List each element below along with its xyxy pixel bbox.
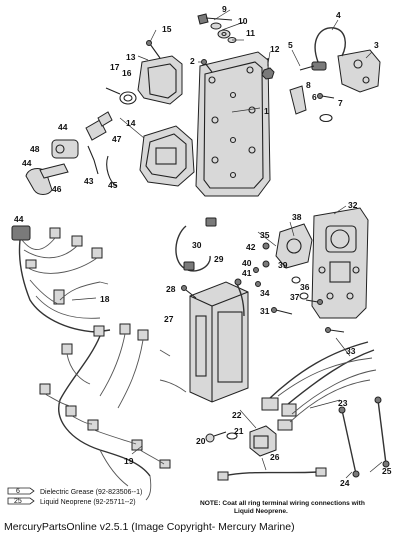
callout-31: 31 <box>260 306 270 316</box>
callout-30: 30 <box>192 240 202 250</box>
callout-11: 11 <box>246 28 255 38</box>
relay <box>249 425 277 457</box>
engine-harness-lower <box>39 323 187 501</box>
callout-labels: 1 2 3 4 5 6 7 8 9 10 11 12 13 14 15 16 1… <box>14 4 392 488</box>
leader-lines <box>71 9 383 479</box>
callout-35: 35 <box>260 230 270 240</box>
callout-16: 16 <box>122 68 132 78</box>
electrical-box <box>175 217 249 403</box>
callout-48: 48 <box>30 144 40 154</box>
callout-32: 32 <box>348 200 358 210</box>
callout-10: 10 <box>238 16 248 26</box>
note-line-1: NOTE: Coat all ring terminal wiring conn… <box>200 500 365 507</box>
fuse-holder <box>205 431 238 443</box>
callout-19: 19 <box>124 456 134 466</box>
callout-9: 9 <box>222 4 227 14</box>
legend-neoprene-label: Liquid Neoprene (92-25711--2) <box>40 499 136 506</box>
callout-29: 29 <box>214 254 224 264</box>
callout-39: 39 <box>278 260 288 270</box>
electronic-module <box>139 125 195 187</box>
callout-44: 44 <box>58 122 68 132</box>
callout-3: 3 <box>374 40 379 50</box>
mounting-bracket-right <box>311 207 369 319</box>
callout-45: 45 <box>108 180 118 190</box>
callout-43: 43 <box>84 176 94 186</box>
note: NOTE: Coat all ring terminal wiring conn… <box>200 500 365 515</box>
callout-15: 15 <box>162 24 172 34</box>
callout-40: 40 <box>242 258 252 268</box>
callout-47: 47 <box>112 134 122 144</box>
sensor-assembly <box>289 27 381 115</box>
callout-33: 33 <box>346 346 356 356</box>
callout-22: 22 <box>232 410 242 420</box>
callout-28: 28 <box>166 284 176 294</box>
hose-fittings <box>25 111 117 195</box>
engine-harness-upper <box>11 225 111 333</box>
callout-13: 13 <box>126 52 136 62</box>
callout-34: 34 <box>260 288 270 298</box>
callout-17: 17 <box>110 62 120 72</box>
callout-46: 46 <box>52 184 62 194</box>
wire-lead <box>217 467 327 481</box>
legend: 6 Dielectric Grease (92-823506--1) 25 Li… <box>7 487 142 506</box>
mounting-plate <box>195 51 271 197</box>
legend-neoprene: 25 Liquid Neoprene (92-25711--2) <box>7 497 136 506</box>
callout-41: 41 <box>242 268 252 278</box>
copyright-footer: MercuryPartsOnline v2.5.1 (Image Copyrig… <box>4 521 295 533</box>
callout-44b: 44 <box>22 158 32 168</box>
callout-37: 37 <box>290 292 300 302</box>
callout-12: 12 <box>270 44 280 54</box>
callout-20: 20 <box>196 436 206 446</box>
callout-36: 36 <box>300 282 310 292</box>
callout-24: 24 <box>340 478 350 488</box>
callout-6: 6 <box>312 92 317 102</box>
clamp <box>105 87 137 105</box>
bolt <box>325 327 345 333</box>
callout-38: 38 <box>292 212 302 222</box>
callout-27: 27 <box>164 314 174 324</box>
note-line-2: Liquid Neoprene. <box>234 508 288 515</box>
callout-23: 23 <box>338 398 348 408</box>
legend-grease: 6 Dielectric Grease (92-823506--1) <box>7 487 142 496</box>
callout-21: 21 <box>234 426 244 436</box>
legend-grease-label: Dielectric Grease (92-823506--1) <box>40 489 142 496</box>
legend-grease-code: 6 <box>16 488 20 495</box>
solenoid-assembly <box>253 223 323 315</box>
callout-44c: 44 <box>14 214 24 224</box>
callout-2: 2 <box>190 56 195 66</box>
legend-neoprene-code: 25 <box>14 498 22 505</box>
callout-1: 1 <box>264 106 269 116</box>
callout-14: 14 <box>126 118 136 128</box>
battery-cable-harness <box>261 341 390 478</box>
callout-7: 7 <box>338 98 343 108</box>
callout-4: 4 <box>336 10 341 20</box>
callout-42: 42 <box>246 242 256 252</box>
screw-washer <box>317 93 335 123</box>
bolt-stack <box>197 13 237 43</box>
callout-8: 8 <box>306 80 311 90</box>
control-module <box>137 40 183 105</box>
callout-5: 5 <box>288 40 293 50</box>
callout-25: 25 <box>382 466 392 476</box>
callout-18: 18 <box>100 294 110 304</box>
callout-26: 26 <box>270 452 280 462</box>
